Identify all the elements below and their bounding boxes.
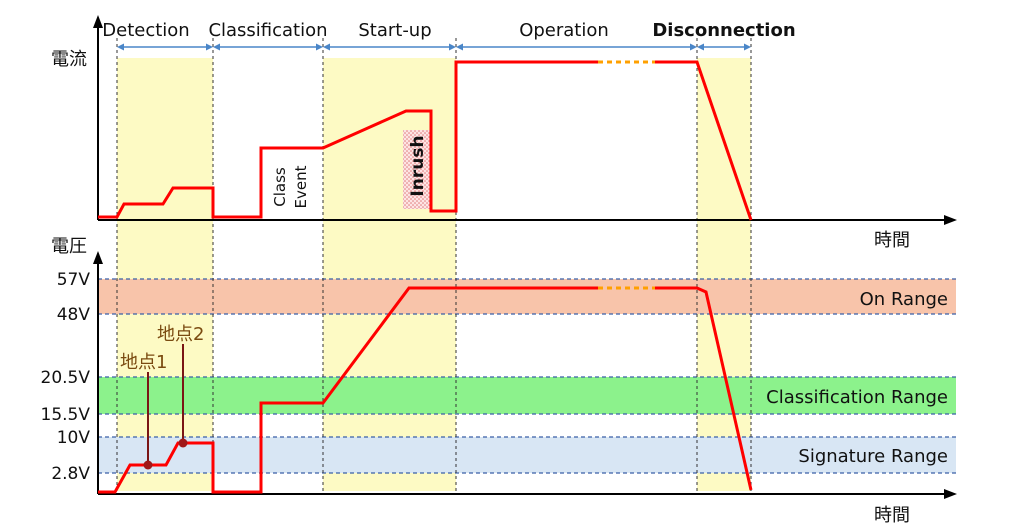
tick-label-15-5v: 15.5V (41, 405, 91, 425)
classification-range-band (98, 377, 956, 414)
classification-range-label: Classification Range (766, 387, 948, 408)
current-waveform-end (655, 60, 753, 221)
bottom-y-axis-label: 電圧 (51, 236, 87, 257)
phase-label-disconnection: Disconnection (652, 20, 795, 41)
tick-label-20-5v: 20.5V (41, 368, 91, 388)
point2-label: 地点2 (157, 324, 204, 345)
classification-span-arrow (213, 43, 323, 51)
class-event-label-line1: Class (271, 167, 289, 207)
bottom-chart-x-axis (98, 489, 957, 499)
voltage-waveform (98, 286, 598, 494)
disconnection-span-arrow (697, 43, 751, 51)
inrush-label: Inrush (408, 135, 428, 196)
phase-highlights (117, 58, 751, 491)
voltage-waveform-end (655, 286, 753, 491)
phase-label-operation: Operation (519, 20, 609, 41)
top-chart-x-axis (98, 215, 957, 225)
top-y-axis-label: 電流 (51, 49, 87, 70)
signature-range-label: Signature Range (798, 446, 948, 467)
operation-span-arrow (456, 43, 697, 51)
tick-label-10v: 10V (57, 428, 91, 448)
on-range-band (98, 279, 956, 314)
phase-boundaries (116, 38, 752, 494)
point2-marker (178, 438, 188, 448)
phase-label-classification: Classification (208, 20, 327, 41)
startup-span-arrow (323, 43, 456, 51)
current-waveform (98, 60, 598, 219)
tick-label-48v: 48V (57, 305, 91, 325)
phase-arrows (117, 43, 751, 51)
signature-range-band (98, 437, 956, 473)
class-event-label-line2: Event (292, 165, 310, 208)
top-x-axis-label: 時間 (874, 230, 910, 251)
inrush-area (403, 130, 431, 209)
tick-label-2-8v: 2.8V (51, 464, 90, 484)
on-range-label: On Range (860, 289, 948, 310)
phase-label-detection: Detection (102, 20, 189, 41)
point1-marker (143, 460, 153, 470)
disconnection-highlight (697, 58, 751, 491)
point1-label: 地点1 (120, 352, 167, 373)
range-bands (98, 279, 956, 473)
bottom-x-axis-label: 時間 (874, 505, 910, 526)
top-chart-y-axis (93, 15, 103, 220)
detection-highlight (117, 58, 213, 491)
bottom-chart-y-axis (93, 251, 103, 494)
startup-highlight (323, 58, 456, 491)
phase-label-startup: Start-up (358, 20, 431, 41)
detection-span-arrow (117, 43, 213, 51)
tick-label-57v: 57V (57, 270, 91, 290)
threshold-lines (98, 278, 956, 474)
